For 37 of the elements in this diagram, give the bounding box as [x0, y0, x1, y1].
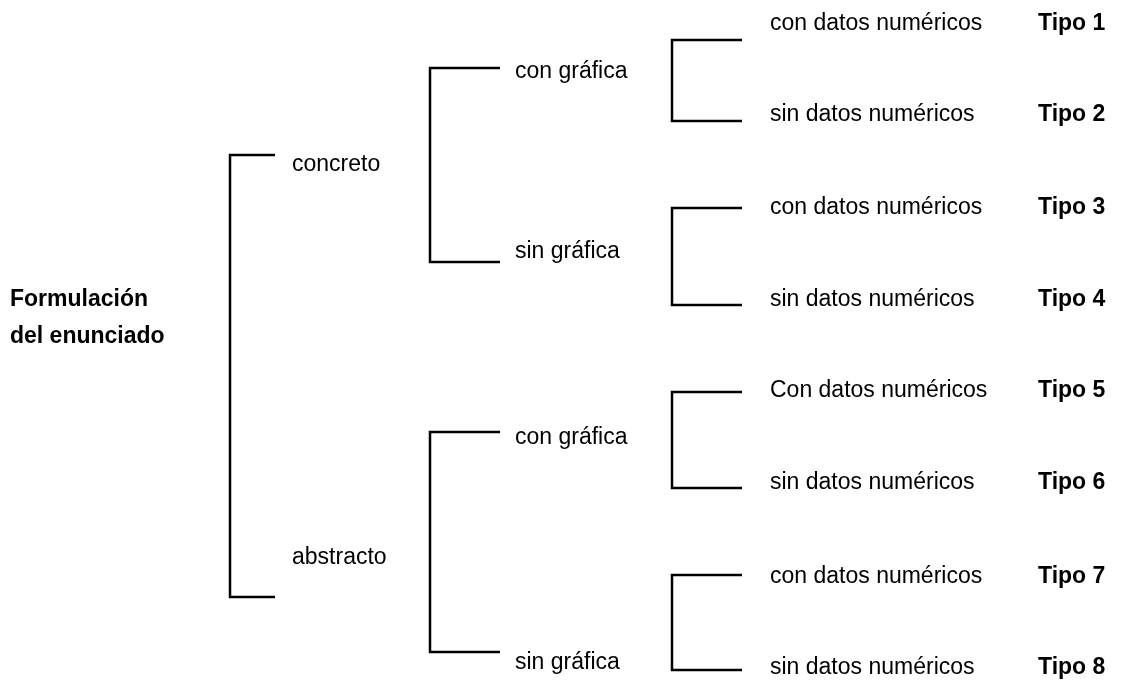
- branch-label: sin gráfica: [515, 236, 621, 264]
- type-label: Tipo 3: [1038, 192, 1106, 220]
- type-label: Tipo 2: [1038, 99, 1106, 127]
- branch-label: con datos numéricos: [770, 561, 983, 589]
- bracket-line: [670, 390, 742, 436]
- branch-label: abstracto: [292, 542, 388, 570]
- branch-label: sin gráfica: [515, 647, 621, 675]
- branch-label: sin datos numéricos: [770, 652, 975, 680]
- root-label: Formulación del enunciado: [10, 284, 166, 350]
- bracket-line: [428, 66, 500, 163]
- type-label: Tipo 8: [1038, 652, 1106, 680]
- branch-label: con datos numéricos: [770, 192, 983, 220]
- type-label: Tipo 1: [1038, 8, 1106, 36]
- branch-label: concreto: [292, 149, 382, 177]
- bracket-line: [670, 206, 742, 250]
- bracket-line: [228, 335, 275, 599]
- type-label: Tipo 6: [1038, 467, 1106, 495]
- branch-label: Con datos numéricos: [770, 375, 988, 403]
- bracket-line: [670, 573, 742, 655]
- branch-label: sin datos numéricos: [770, 467, 975, 495]
- type-label: Tipo 5: [1038, 375, 1106, 403]
- type-label: Tipo 7: [1038, 561, 1106, 589]
- branch-label: con gráfica: [515, 422, 629, 450]
- bracket-line: [228, 153, 275, 335]
- branch-label: con datos numéricos: [770, 8, 983, 36]
- branch-label: sin datos numéricos: [770, 284, 975, 312]
- bracket-line: [670, 655, 742, 672]
- bracket-line: [428, 430, 500, 556]
- bracket-line: [670, 250, 742, 307]
- bracket-line: [428, 556, 500, 654]
- bracket-line: [428, 163, 500, 264]
- branch-label: con gráfica: [515, 56, 629, 84]
- bracket-line: [670, 70, 742, 123]
- type-label: Tipo 4: [1038, 284, 1106, 312]
- branch-label: sin datos numéricos: [770, 99, 975, 127]
- bracket-line: [670, 38, 742, 70]
- bracket-line: [670, 436, 742, 490]
